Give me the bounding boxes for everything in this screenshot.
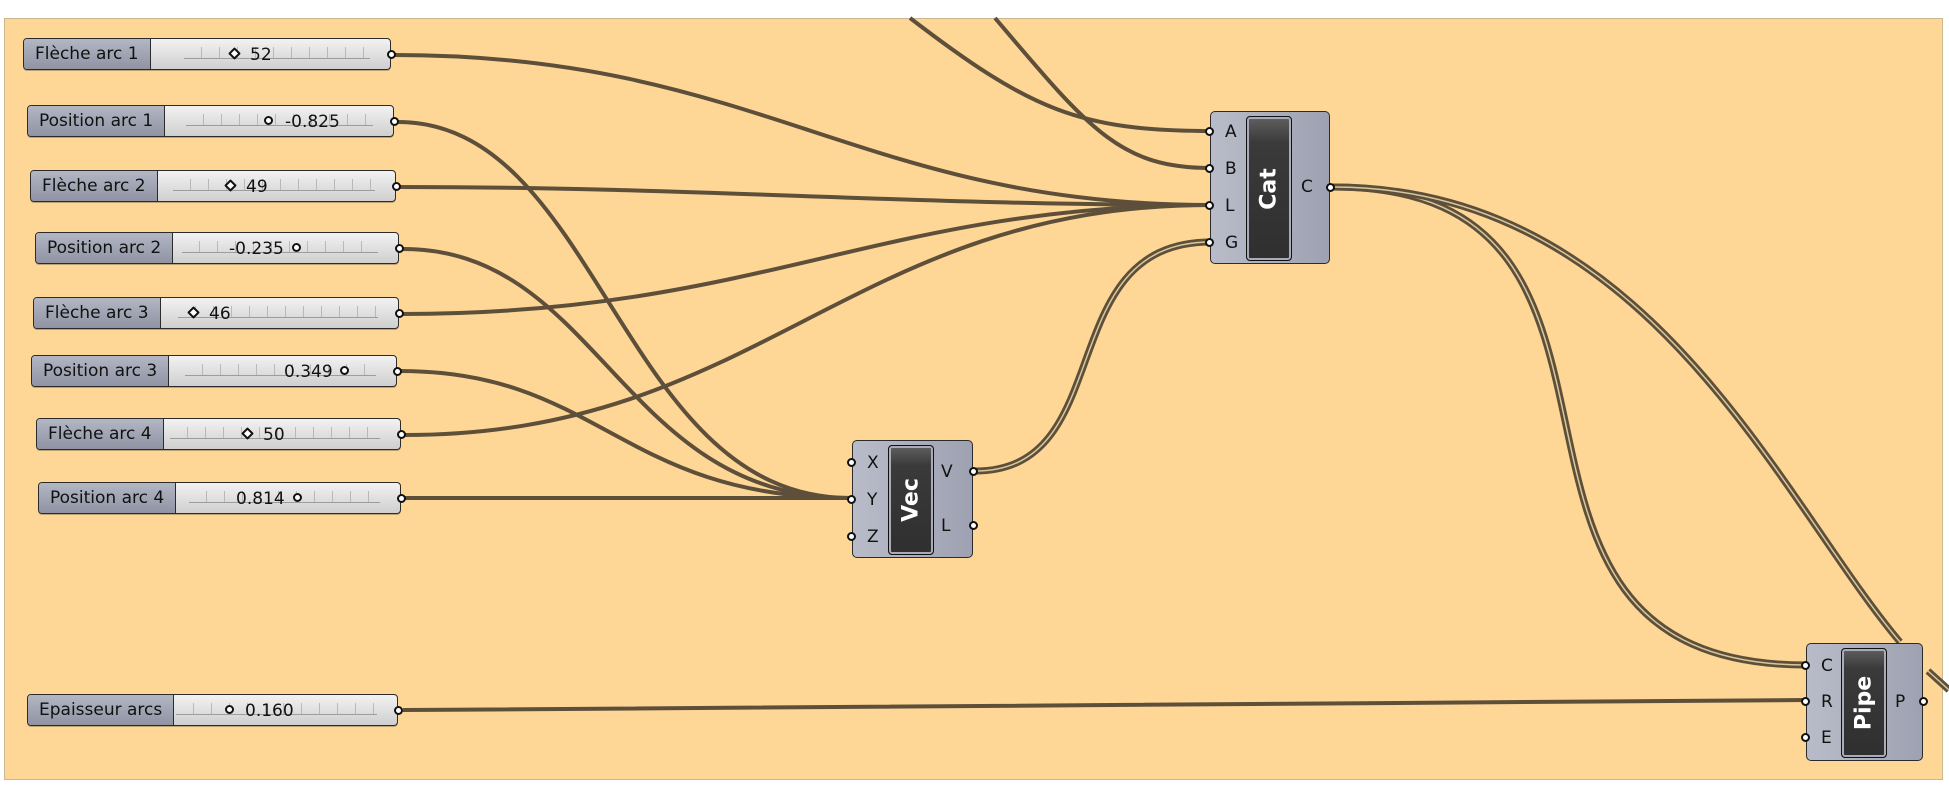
slider-position-arc-4[interactable]: Position arc 4 0.814 xyxy=(38,482,406,514)
input-label-x: X xyxy=(867,453,879,473)
slider-label: Flèche arc 2 xyxy=(31,171,158,201)
slider-track[interactable] xyxy=(186,114,373,126)
output-port[interactable] xyxy=(395,244,404,253)
output-port-p[interactable] xyxy=(1919,697,1928,706)
input-label-e: E xyxy=(1821,728,1832,748)
output-label-p: P xyxy=(1895,692,1906,712)
slider-track[interactable] xyxy=(189,491,380,503)
slider-track[interactable] xyxy=(170,427,380,439)
input-port-x[interactable] xyxy=(847,458,856,467)
output-label-v: V xyxy=(941,462,953,482)
input-port-e[interactable] xyxy=(1801,733,1810,742)
input-port-r[interactable] xyxy=(1801,697,1810,706)
slider-grip[interactable] xyxy=(264,116,273,125)
slider-track[interactable] xyxy=(185,364,376,376)
slider-label: Position arc 4 xyxy=(39,483,177,513)
slider-value: 52 xyxy=(250,45,272,65)
slider-track[interactable] xyxy=(184,47,370,59)
input-label-b: B xyxy=(1225,159,1237,179)
slider-value: 46 xyxy=(209,304,231,324)
slider-label: Epaisseur arcs xyxy=(28,695,175,725)
component-name: Pipe xyxy=(1851,675,1877,731)
output-port-c[interactable] xyxy=(1326,183,1335,192)
slider-epaisseur-arcs[interactable]: Epaisseur arcs 0.160 xyxy=(27,694,403,726)
input-port-g[interactable] xyxy=(1205,238,1214,247)
slider-value: 0.160 xyxy=(245,701,294,721)
pipe-component[interactable]: C R E Pipe P xyxy=(1801,643,1928,761)
slider-track[interactable] xyxy=(178,306,378,318)
slider-fleche-arc-1[interactable]: Flèche arc 1 52 xyxy=(23,38,396,70)
input-port-z[interactable] xyxy=(847,532,856,541)
slider-label: Position arc 2 xyxy=(36,233,174,263)
output-port-l[interactable] xyxy=(969,521,978,530)
input-label-g: G xyxy=(1225,233,1239,253)
slider-label: Position arc 3 xyxy=(32,356,170,386)
slider-label: Position arc 1 xyxy=(28,106,166,136)
slider-grip[interactable] xyxy=(225,705,234,714)
output-port[interactable] xyxy=(397,430,406,439)
vec-component[interactable]: X Y Z Vec V L xyxy=(847,440,978,558)
output-port[interactable] xyxy=(390,117,399,126)
input-label-r: R xyxy=(1821,692,1833,712)
slider-value: -0.235 xyxy=(229,239,284,259)
output-port[interactable] xyxy=(397,494,406,503)
slider-track[interactable] xyxy=(173,179,375,191)
input-label-a: A xyxy=(1225,122,1237,142)
slider-grip[interactable] xyxy=(340,366,349,375)
component-name: Vec xyxy=(898,478,924,522)
input-port-c[interactable] xyxy=(1801,661,1810,670)
slider-value: 0.814 xyxy=(236,489,285,509)
output-port[interactable] xyxy=(387,50,396,59)
output-label-c: C xyxy=(1301,177,1313,197)
input-label-z: Z xyxy=(867,527,879,547)
slider-track[interactable] xyxy=(182,241,378,253)
cat-component[interactable]: A B L G Cat C xyxy=(1205,111,1335,264)
input-label-c: C xyxy=(1821,656,1833,676)
input-label-l: L xyxy=(1225,196,1235,216)
slider-fleche-arc-3[interactable]: Flèche arc 3 46 xyxy=(33,297,404,329)
slider-position-arc-1[interactable]: Position arc 1 -0.825 xyxy=(27,105,399,137)
output-port[interactable] xyxy=(395,309,404,318)
input-port-l[interactable] xyxy=(1205,201,1214,210)
slider-label: Flèche arc 4 xyxy=(37,419,164,449)
slider-value: -0.825 xyxy=(285,112,340,132)
output-port[interactable] xyxy=(392,182,401,191)
input-port-y[interactable] xyxy=(847,495,856,504)
slider-label: Flèche arc 3 xyxy=(34,298,161,328)
output-label-l: L xyxy=(941,516,951,536)
input-port-b[interactable] xyxy=(1205,164,1214,173)
slider-grip[interactable] xyxy=(292,243,301,252)
component-core[interactable]: Vec xyxy=(888,445,934,555)
input-port-a[interactable] xyxy=(1205,127,1214,136)
component-core[interactable]: Pipe xyxy=(1841,648,1887,758)
slider-fleche-arc-2[interactable]: Flèche arc 2 49 xyxy=(30,170,401,202)
input-label-y: Y xyxy=(867,490,878,510)
slider-value: 0.349 xyxy=(284,362,333,382)
slider-label: Flèche arc 1 xyxy=(24,39,151,69)
slider-value: 49 xyxy=(246,177,268,197)
component-name: Cat xyxy=(1256,167,1282,210)
output-port[interactable] xyxy=(394,706,403,715)
slider-position-arc-3[interactable]: Position arc 3 0.349 xyxy=(31,355,402,387)
output-port-v[interactable] xyxy=(969,467,978,476)
slider-position-arc-2[interactable]: Position arc 2 -0.235 xyxy=(35,232,404,264)
slider-value: 50 xyxy=(263,425,285,445)
component-core[interactable]: Cat xyxy=(1246,116,1292,261)
output-port[interactable] xyxy=(393,367,402,376)
slider-fleche-arc-4[interactable]: Flèche arc 4 50 xyxy=(36,418,406,450)
slider-grip[interactable] xyxy=(293,493,302,502)
